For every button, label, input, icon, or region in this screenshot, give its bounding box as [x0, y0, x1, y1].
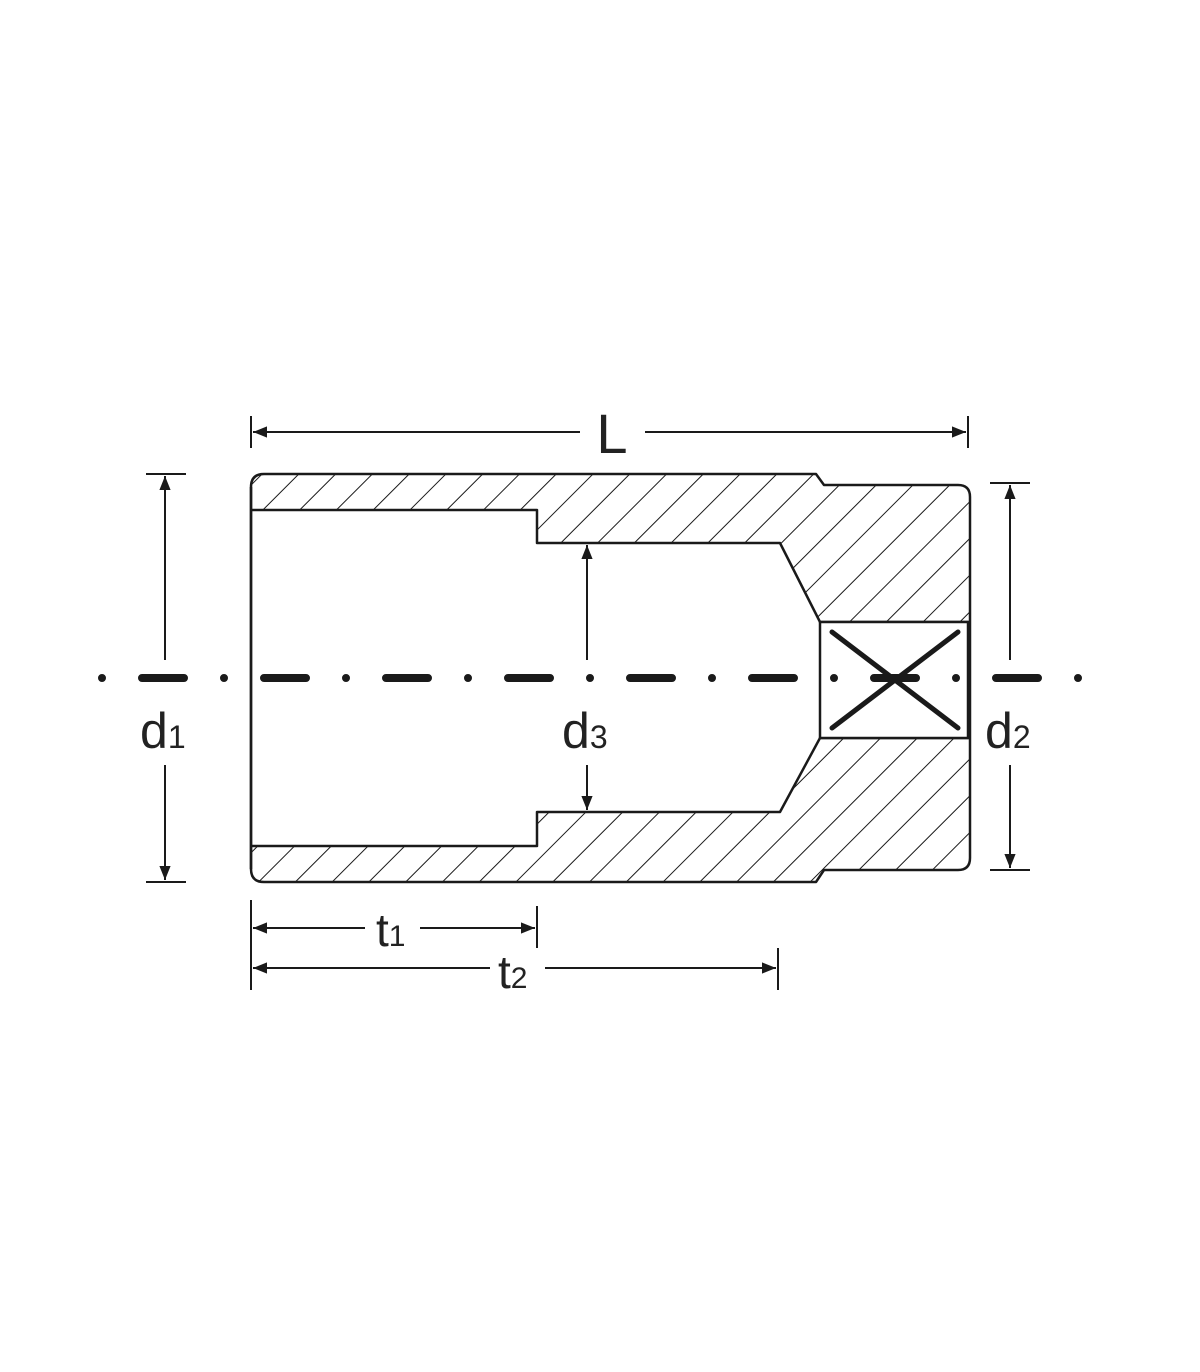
t1-label: t1 — [376, 904, 405, 956]
d2-label: d2 — [985, 703, 1031, 759]
d3-label: d3 — [562, 703, 608, 759]
L-label: L — [596, 402, 627, 465]
t2-label: t2 — [498, 946, 527, 998]
d1-label: d1 — [140, 703, 186, 759]
